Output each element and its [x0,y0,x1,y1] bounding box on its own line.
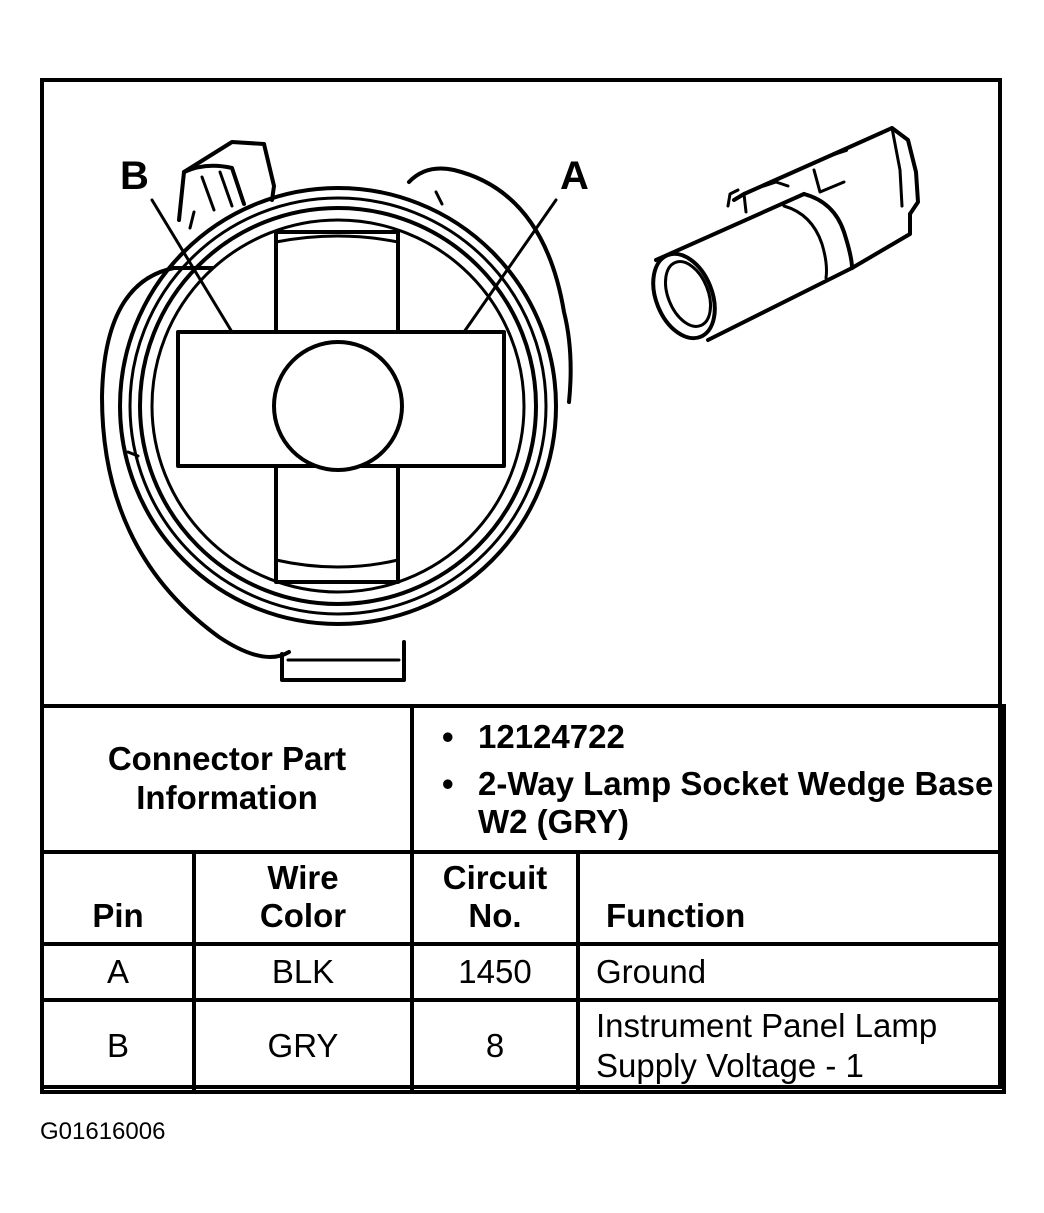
pin-table-header-row: Pin Wire Color Circuit No. Function [40,850,1006,946]
pin-cell: B [40,998,196,1094]
part-description: 2-Way Lamp Socket Wedge Base W2 (GRY) [478,764,994,841]
pin-label-b: B [120,154,149,198]
pin-label-a: A [560,154,589,198]
pin-cell: A [40,942,196,1002]
function-cell: Instrument Panel Lamp Supply Voltage - 1 [576,998,1006,1094]
part-number-item: •12124722 [442,718,625,756]
figure-id: G01616006 [40,1118,166,1145]
lamp-socket-view [651,126,920,342]
function-cell: Ground [576,942,1006,1002]
circuit-cell: 1450 [410,942,580,1002]
part-info-row: Connector Part Information •12124722 •2-… [40,704,1006,854]
connector-figure: B A Connector Part Information •12124722… [40,78,1006,1094]
function-header: Function [576,850,1006,946]
pin-header: Pin [40,850,196,946]
connector-part-information-label: Connector Part Information [40,704,414,854]
connector-drawing [100,126,920,682]
leader-line-b [150,198,234,334]
circuit-cell: 8 [410,998,580,1094]
part-info-list-cell: •12124722 •2-Way Lamp Socket Wedge Base … [410,704,1006,854]
locking-tab [177,140,276,230]
connector-face-view [100,140,573,682]
wire-color-cell: BLK [192,942,414,1002]
part-description-item: •2-Way Lamp Socket Wedge Base W2 (GRY) [442,764,994,841]
table-row: B GRY 8 Instrument Panel Lamp Supply Vol… [40,998,1006,1094]
part-info-list: •12124722 •2-Way Lamp Socket Wedge Base … [414,718,1002,842]
wire-color-header: Wire Color [192,850,414,946]
leader-line-a [462,198,558,334]
wire-color-cell: GRY [192,998,414,1094]
table-row: A BLK 1450 Ground [40,942,1006,1002]
circuit-no-header: Circuit No. [410,850,580,946]
part-number: 12124722 [478,718,625,756]
connector-info-table: Connector Part Information •12124722 •2-… [40,704,1006,1094]
